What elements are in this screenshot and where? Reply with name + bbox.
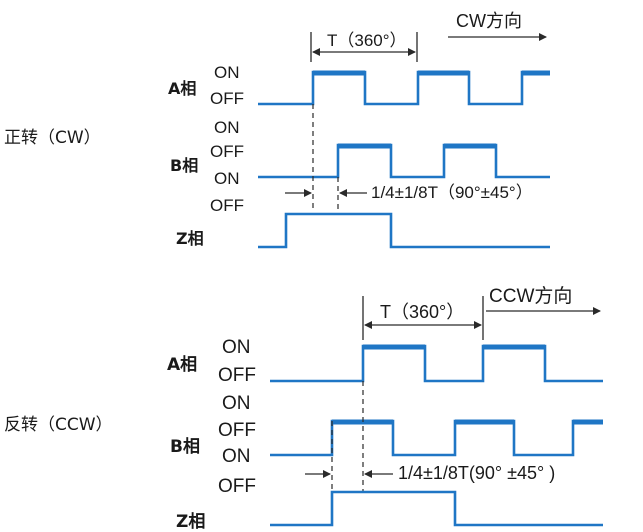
ccw-phase-b-label: B相 — [170, 436, 200, 457]
cw-a-on-label: ON — [214, 63, 240, 82]
ccw-side-label: 反转（CCW） — [4, 415, 113, 435]
ccw-z-off-label: OFF — [218, 476, 256, 497]
ccw-a-off-label: OFF — [218, 365, 256, 386]
ccw-b-off-label: OFF — [218, 420, 256, 441]
ccw-b-on-label: ON — [222, 446, 251, 467]
ccw-period-label: T（360°） — [380, 302, 464, 322]
ccw-phase-a-label: A相 — [167, 354, 197, 375]
cw-b-waveform — [258, 143, 550, 179]
cw-a-waveform — [258, 70, 550, 106]
cw-period-label: T（360°） — [327, 31, 407, 50]
cw-section: 正转（CW） T（360°） CW方向 ON OFF A相 ON OFF B相 … — [4, 11, 550, 249]
ccw-z-waveform — [270, 490, 603, 527]
cw-z-off-label: OFF — [210, 196, 244, 215]
cw-b-on-label: ON — [214, 169, 240, 188]
cw-a-off-label: OFF — [210, 89, 244, 108]
cw-b-on-top-label: ON — [214, 118, 240, 137]
cw-phase-label: 1/4±1/8T（90°±45°） — [371, 183, 533, 202]
ccw-phase-label: 1/4±1/8T(90° ±45° ) — [398, 463, 555, 483]
ccw-direction-label: CCW方向 — [489, 285, 572, 307]
cw-side-label: 正转（CW） — [4, 128, 101, 148]
cw-b-off-label: OFF — [210, 142, 244, 161]
ccw-b-waveform — [270, 419, 603, 457]
ccw-a-on-label: ON — [222, 337, 251, 358]
ccw-a-waveform — [270, 344, 603, 383]
cw-phase-z-label: Z相 — [176, 229, 204, 248]
cw-phase-b-label: B相 — [170, 156, 198, 175]
ccw-phase-z-label: Z相 — [176, 511, 205, 532]
cw-direction-label: CW方向 — [456, 11, 522, 31]
ccw-section: 反转（CCW） T（360°） CCW方向 ON OFF A相 ON OFF B… — [4, 285, 603, 532]
ccw-b-on-top-label: ON — [222, 393, 251, 414]
cw-phase-a-label: A相 — [168, 79, 196, 98]
cw-z-waveform — [258, 212, 550, 249]
